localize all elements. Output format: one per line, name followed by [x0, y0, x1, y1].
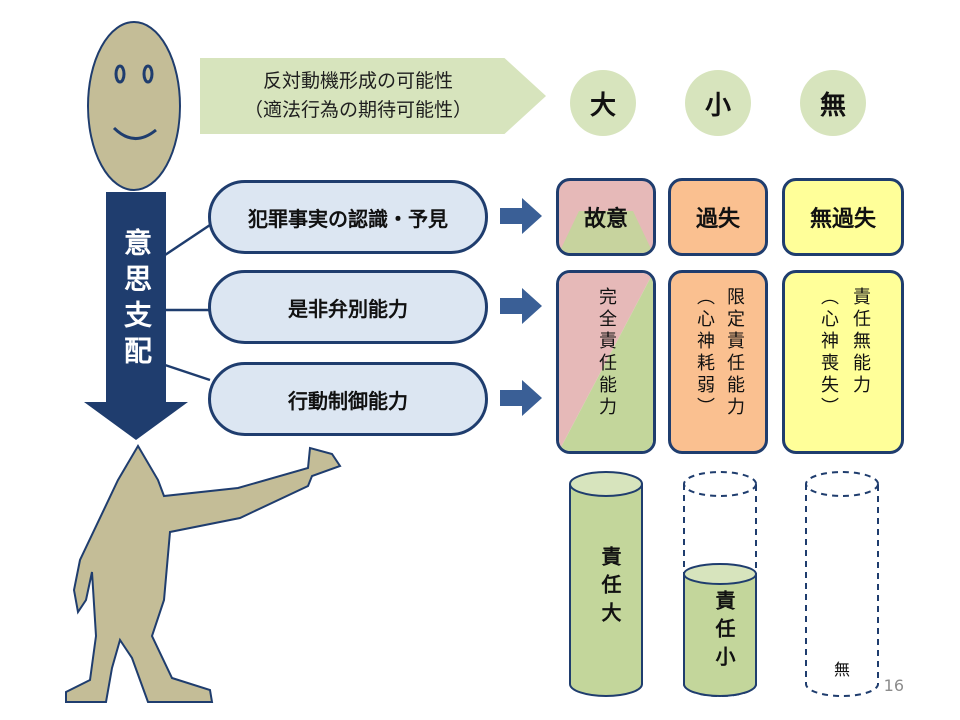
will-control-arrow — [84, 192, 188, 440]
cylinder-small — [683, 471, 757, 697]
left-eye — [114, 64, 126, 84]
responsibility-none-label: 責任無能力 — [850, 287, 871, 397]
person-body — [65, 444, 342, 703]
arrow-right-icon — [500, 198, 542, 234]
cylinder-large — [569, 471, 643, 697]
cylinder-none-label: 無 — [834, 660, 851, 679]
responsibility-none: 責任無能力 （心神喪失） — [782, 270, 904, 454]
category-intent-label: 故意 — [583, 207, 628, 232]
banner-line2: （適法行為の期待可能性） — [243, 99, 472, 121]
cylinder-small-label: 責任小 — [712, 590, 736, 674]
cylinder-none — [805, 471, 879, 697]
degree-large: 大 — [570, 70, 636, 136]
responsibility-full: 完全責任能力 — [556, 270, 656, 454]
responsibility-limited: 限定責任能力 （心神耗弱） — [668, 270, 768, 454]
arrow-right-icon — [500, 380, 542, 416]
will-control-label: 意思支配 — [120, 228, 153, 372]
connector-lines — [164, 223, 211, 382]
responsibility-none-sub: （心神喪失） — [818, 287, 839, 419]
category-negligence: 過失 — [668, 178, 768, 256]
capability-recognition: 犯罪事実の認識・予見 — [208, 180, 488, 254]
degree-small: 小 — [685, 70, 751, 136]
cylinder-large-label: 責任大 — [598, 546, 622, 630]
arrow-right-icon — [500, 288, 542, 324]
category-intent: 故意 — [556, 178, 656, 256]
smile — [112, 126, 157, 140]
capability-control: 行動制御能力 — [208, 362, 488, 436]
banner-line1: 反対動機形成の可能性 — [262, 70, 453, 92]
right-eye — [142, 64, 154, 84]
degree-none: 無 — [800, 70, 866, 136]
expectation-banner: 反対動機形成の可能性 （適法行為の期待可能性） — [200, 58, 546, 134]
person-head — [87, 21, 181, 191]
page-number: 16 — [883, 676, 904, 695]
capability-discernment: 是非弁別能力 — [208, 270, 488, 344]
responsibility-limited-sub: （心神耗弱） — [694, 287, 715, 419]
category-no-negligence: 無過失 — [782, 178, 904, 256]
responsibility-full-label: 完全責任能力 — [596, 287, 617, 419]
responsibility-limited-label: 限定責任能力 — [724, 287, 745, 419]
